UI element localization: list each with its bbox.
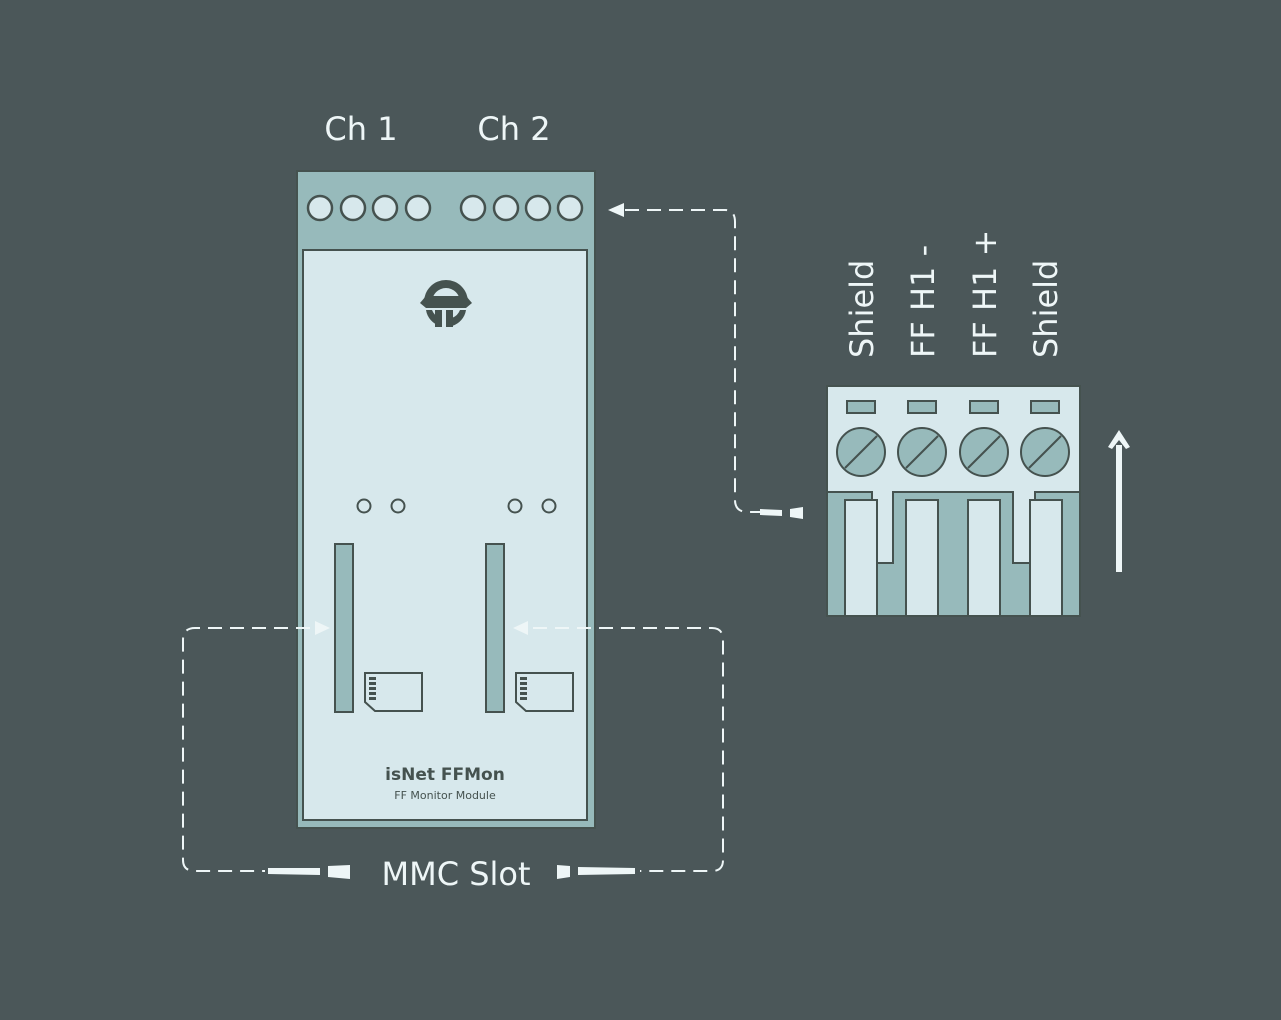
- pin-label: Shield: [1027, 260, 1065, 358]
- sd-card-icon: [515, 672, 574, 712]
- sd-card-icon: [364, 672, 423, 712]
- terminal-screw: [339, 194, 367, 222]
- arrow-left-icon: [513, 621, 528, 635]
- module: isNet FFMon FF Monitor Module: [296, 170, 596, 829]
- fieldbus-connector: [826, 385, 1081, 617]
- connection-dashed-line: [625, 209, 760, 513]
- release-tab: [846, 400, 876, 414]
- arrow-left-icon: [608, 203, 624, 217]
- channel-2-label: Ch 2: [477, 110, 550, 148]
- terminal-screw: [404, 194, 432, 222]
- release-tab: [969, 400, 999, 414]
- channel-1-label: Ch 1: [324, 110, 397, 148]
- module-terminals: [306, 194, 584, 222]
- mmc-dashed-box: [182, 627, 724, 872]
- pin-label: Shield: [843, 260, 881, 358]
- release-tab: [907, 400, 937, 414]
- release-tab: [1030, 400, 1060, 414]
- wire-entry: [967, 499, 1001, 617]
- mmc-slot-1: [334, 543, 354, 713]
- terminal-screw: [459, 194, 487, 222]
- wire-entry: [905, 499, 939, 617]
- wire-entry: [844, 499, 878, 617]
- terminal-screw: [492, 194, 520, 222]
- terminal-screw: [556, 194, 584, 222]
- mmc-slot-2: [485, 543, 505, 713]
- logo-icon: [420, 280, 472, 327]
- module-subtitle: FF Monitor Module: [394, 789, 496, 802]
- module-name: isNet FFMon: [385, 765, 505, 785]
- terminal-screw: [306, 194, 334, 222]
- insert-direction-arrow-icon: [1108, 430, 1130, 572]
- status-leds: [356, 498, 557, 514]
- wire-entry: [1029, 499, 1063, 617]
- pin-label: FF H1 +: [966, 230, 1004, 358]
- arrow-right-icon: [315, 621, 330, 635]
- terminal-screw: [371, 194, 399, 222]
- terminal-screw: [524, 194, 552, 222]
- pin-label: FF H1 -: [904, 245, 942, 358]
- mmc-slot-label: MMC Slot: [381, 855, 530, 893]
